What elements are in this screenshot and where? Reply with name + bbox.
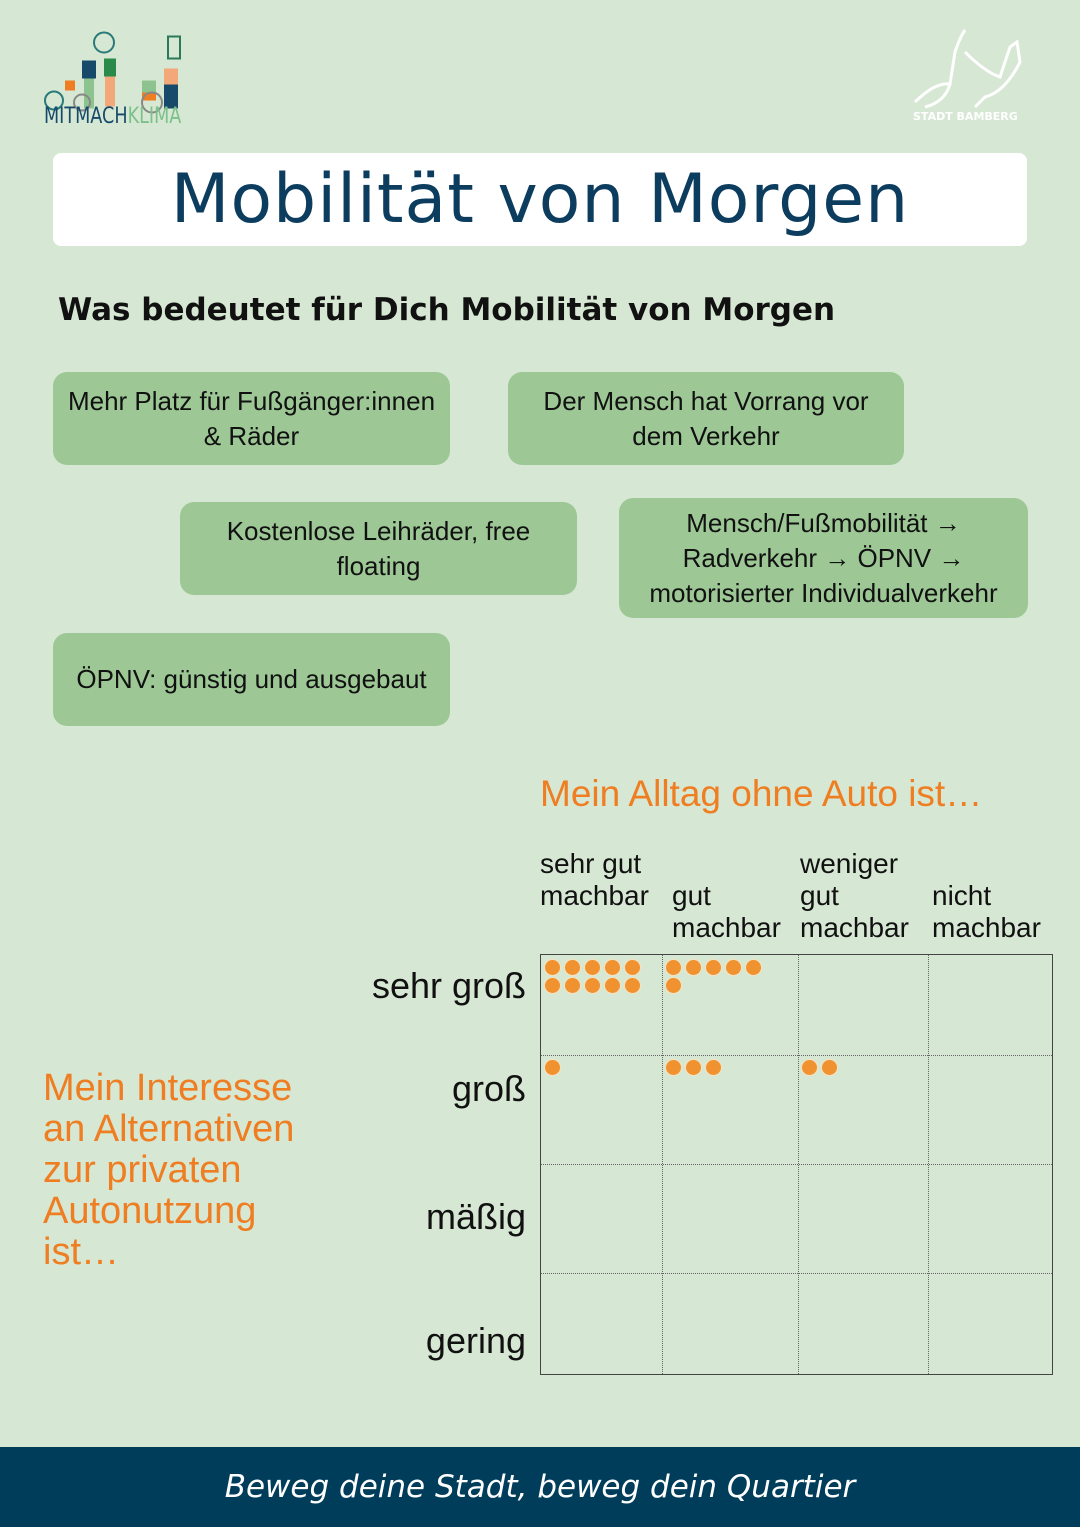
- column-header: nicht machbar: [932, 880, 1041, 943]
- row-header: gering: [425, 1320, 526, 1361]
- vote-dot: [584, 977, 601, 994]
- vote-dot: [665, 977, 682, 994]
- vote-dot: [544, 959, 561, 976]
- vote-dot: [685, 959, 702, 976]
- vote-dot: [705, 1059, 722, 1076]
- answer-card: Kostenlose Leihräder, free floating: [180, 502, 577, 595]
- footer-banner: Beweg deine Stadt, beweg dein Quartier: [0, 1447, 1080, 1527]
- answer-card: ÖPNV: günstig und ausgebaut: [53, 633, 450, 726]
- grid-line: [541, 1273, 1052, 1274]
- vote-dot: [665, 959, 682, 976]
- row-header: groß: [451, 1068, 526, 1109]
- vote-dot: [685, 1059, 702, 1076]
- grid-line: [541, 1055, 1052, 1056]
- page-title: Mobilität von Morgen: [170, 160, 910, 239]
- vote-dot: [705, 959, 722, 976]
- grid-line: [541, 1164, 1052, 1165]
- answer-card: Mehr Platz für Fußgänger:innen & Räder: [53, 372, 450, 465]
- vote-dot: [665, 1059, 682, 1076]
- vote-dot: [745, 959, 762, 976]
- vote-dot: [584, 959, 601, 976]
- vote-dot: [544, 1059, 561, 1076]
- vote-dot: [624, 977, 641, 994]
- row-header: mäßig: [425, 1196, 526, 1237]
- mitmachklima-logo-illustration: [44, 31, 181, 114]
- title-banner: Mobilität von Morgen: [53, 153, 1027, 246]
- column-header: weniger gut machbar: [800, 848, 909, 943]
- logo-text-klima: KLIMA: [127, 104, 182, 129]
- vote-dot: [604, 977, 621, 994]
- stadt-bamberg-logo-text: STADT BAMBERG: [913, 110, 1018, 123]
- stadt-bamberg-rider-logo: [913, 29, 1022, 109]
- row-header: sehr groß: [371, 965, 526, 1006]
- mitmachklima-logo-text: MITMACHKLIMA: [44, 104, 181, 129]
- footer-slogan: Beweg deine Stadt, beweg dein Quartier: [224, 1469, 856, 1505]
- vote-dot: [725, 959, 742, 976]
- column-header: gut machbar: [672, 880, 781, 943]
- logo-text-mitmach: MITMACH: [44, 104, 128, 129]
- vote-grid: [540, 954, 1053, 1375]
- vote-dot: [564, 959, 581, 976]
- vote-dot: [624, 959, 641, 976]
- answer-card: Mensch/Fußmobilität → Radverkehr → ÖPNV …: [619, 498, 1028, 618]
- chart-title: Mein Alltag ohne Auto ist…: [540, 773, 983, 814]
- vote-dot: [564, 977, 581, 994]
- question-heading: Was bedeutet für Dich Mobilität von Morg…: [58, 292, 836, 328]
- chart-y-label: Mein Interesse an Alternativen zur priva…: [43, 1067, 295, 1273]
- column-header: sehr gut machbar: [540, 848, 649, 911]
- vote-dot: [544, 977, 561, 994]
- vote-dot: [604, 959, 621, 976]
- answer-card: Der Mensch hat Vorrang vor dem Verkehr: [508, 372, 904, 465]
- vote-dot: [801, 1059, 818, 1076]
- vote-dot: [821, 1059, 838, 1076]
